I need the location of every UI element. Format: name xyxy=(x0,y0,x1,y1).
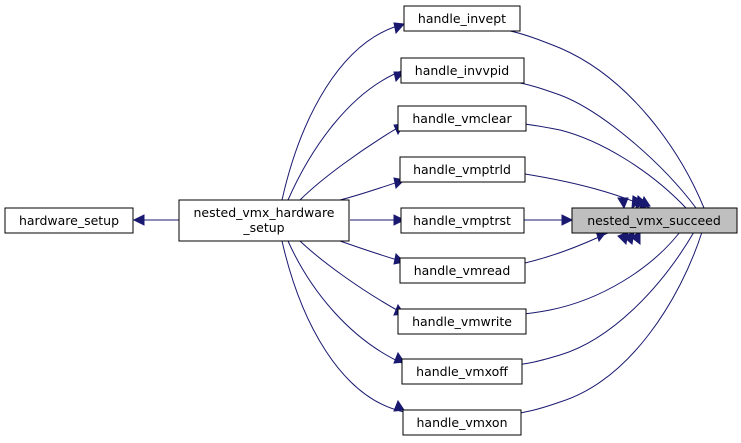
arrowhead-vmptrld-edge xyxy=(617,197,629,210)
arrowhead-invept-in xyxy=(393,22,406,35)
edge-invept-to-hwsetup xyxy=(281,23,405,201)
node-box xyxy=(178,199,350,242)
edge-vmwrite-to-hwsetup xyxy=(299,240,405,315)
node-label: handle_vmxon xyxy=(416,415,507,430)
node-handle-vmread[interactable]: handle_vmread xyxy=(399,257,526,284)
node-label-line1: nested_vmx_hardware xyxy=(194,205,335,220)
arrowhead-vmxon-edge xyxy=(630,231,641,246)
edge-succeed-to-vmptrld xyxy=(511,171,651,209)
node-label: handle_vmptrld xyxy=(413,162,511,177)
node-handle-invvpid[interactable]: handle_invvpid xyxy=(400,57,525,84)
node-box xyxy=(403,5,521,32)
edge-succeed-to-vmread xyxy=(511,231,611,267)
node-handle-vmclear[interactable]: handle_vmclear xyxy=(397,105,527,132)
edge-vmxon-to-hwsetup xyxy=(281,240,405,413)
node-box xyxy=(402,409,522,436)
edge-vmxoff-to-hwsetup xyxy=(287,240,405,365)
node-handle-vmptrst[interactable]: handle_vmptrst xyxy=(400,207,525,234)
arrowhead-vmptrst-edge xyxy=(561,214,574,226)
node-label: handle_vmwrite xyxy=(412,314,512,329)
node-handle-vmxoff[interactable]: handle_vmxoff xyxy=(401,358,523,385)
edge-vmclear-to-hwsetup xyxy=(299,123,405,201)
edge-succeed-to-vmxoff xyxy=(513,231,695,366)
arrowhead-vmxon-in xyxy=(393,399,405,412)
edge-vmptrld-to-hwsetup xyxy=(339,179,405,201)
node-nested-vmx-succeed[interactable]: nested_vmx_succeed xyxy=(571,207,738,234)
node-box xyxy=(399,257,526,284)
edge-succeed-to-vmclear xyxy=(513,122,687,209)
node-handle-vmwrite[interactable]: handle_vmwrite xyxy=(397,308,527,335)
node-handle-invept[interactable]: handle_invept xyxy=(403,5,521,32)
node-box xyxy=(399,156,526,183)
node-label: hardware_setup xyxy=(19,213,119,228)
node-box xyxy=(400,57,525,84)
node-label: handle_vmptrst xyxy=(413,213,511,228)
node-box xyxy=(400,207,525,234)
node-label: nested_vmx_succeed xyxy=(587,213,721,228)
node-box xyxy=(401,358,523,385)
edge-succeed-to-vmwrite xyxy=(513,231,681,316)
node-box xyxy=(397,105,527,132)
node-box xyxy=(571,207,738,234)
node-label-line2: _setup xyxy=(242,220,284,235)
edge-succeed-to-invvpid xyxy=(513,81,697,209)
node-handle-vmptrld[interactable]: handle_vmptrld xyxy=(399,156,526,183)
node-nested-vmx-hardware-setup[interactable]: nested_vmx_hardware _setup xyxy=(178,199,350,242)
node-label: handle_vmclear xyxy=(412,111,512,126)
node-box xyxy=(397,308,527,335)
arrowhead-hardware-setup-in xyxy=(132,214,145,226)
edge-succeed-to-invept xyxy=(505,29,705,209)
arrowhead-vmclear-edge xyxy=(631,195,643,210)
edge-succeed-to-vmxon xyxy=(505,231,703,416)
node-label: handle_vmxoff xyxy=(416,364,508,379)
node-hardware-setup[interactable]: hardware_setup xyxy=(4,207,134,234)
node-label: handle_invept xyxy=(418,11,506,26)
edge-invvpid-to-hwsetup xyxy=(287,69,405,201)
node-handle-vmxon[interactable]: handle_vmxon xyxy=(402,409,522,436)
node-box xyxy=(4,207,134,234)
edge-vmread-to-hwsetup xyxy=(339,240,405,263)
arrowhead-vmptrst-in xyxy=(393,214,406,226)
node-label: handle_invvpid xyxy=(415,63,509,78)
node-label: handle_vmread xyxy=(414,263,511,278)
